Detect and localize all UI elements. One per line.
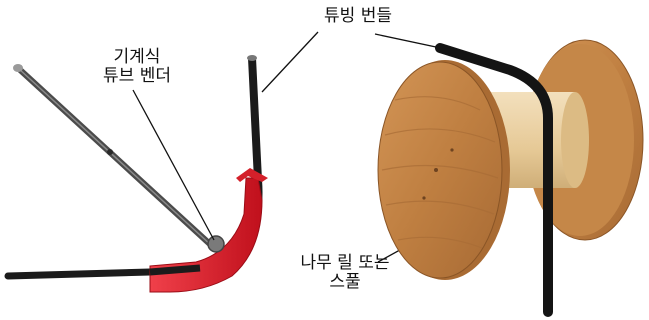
- reel-label: 나무 릴 또는 스풀: [270, 254, 420, 292]
- reel-tubing: [435, 43, 553, 317]
- tube-bender-label-line2: 튜브 벤더: [103, 66, 171, 86]
- bent-tube-horizontal: [4, 268, 154, 280]
- bender-pivot: [207, 235, 225, 253]
- tube-bender-illustration: [4, 55, 268, 293]
- bender-leader-line: [132, 89, 215, 241]
- bundle-leader-line-left: [261, 31, 319, 93]
- cable-reel-illustration: [377, 39, 644, 317]
- tube-bender-label: 기계식 튜브 벤더: [82, 48, 192, 86]
- reel-label-line1: 나무 릴 또는: [300, 253, 390, 273]
- bender-shoe: [149, 177, 263, 293]
- tubing-bundle-label-text: 튜빙 번들: [324, 6, 392, 26]
- reel-label-line2: 스풀: [329, 272, 361, 292]
- tubing-bundle-label: 튜빙 번들: [308, 7, 408, 26]
- tube-bender-label-line1: 기계식: [113, 47, 161, 67]
